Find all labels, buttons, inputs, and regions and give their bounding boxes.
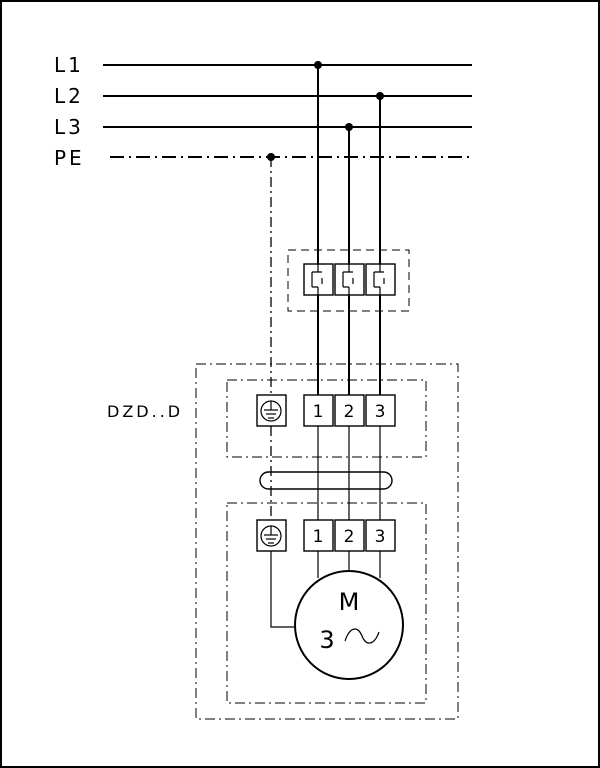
upper-terminal-2-label: 2 (344, 402, 355, 422)
upper-earth-icon (260, 400, 282, 422)
upper-terminal-3-label: 3 (375, 402, 386, 422)
bus-label-l1: L1 (54, 53, 84, 77)
device-label: DZD..D (107, 402, 183, 421)
motor-phase-count: 3 (319, 626, 334, 654)
bus-label-pe: PE (54, 146, 85, 170)
fuse-contact-3 (373, 264, 385, 295)
upper-terminal-1-label: 1 (313, 402, 324, 422)
bus-label-l2: L2 (54, 84, 84, 108)
lower-terminal-block: 1 2 3 (256, 519, 396, 552)
lower-terminal-3 (365, 519, 396, 552)
lower-earth-icon (260, 525, 282, 547)
motor-letter: M (339, 588, 360, 616)
lower-terminal-1 (303, 519, 334, 552)
fuse-contact-1 (311, 264, 323, 295)
fuse-block (303, 263, 396, 296)
fuse-contact-2 (342, 264, 354, 295)
motor-symbol (294, 570, 404, 680)
upper-terminal-compartment (226, 379, 427, 458)
motor-earth-wire (270, 551, 294, 628)
lower-terminal-3-label: 3 (375, 527, 386, 547)
device-enclosure (195, 363, 459, 720)
lower-terminal-2 (334, 519, 365, 552)
bus-label-l3: L3 (54, 115, 84, 139)
ac-wave-icon (344, 628, 380, 644)
cable-bundle-loop (259, 471, 393, 490)
lower-terminal-1-label: 1 (313, 527, 324, 547)
upper-terminal-block: 1 2 3 (256, 394, 396, 427)
lower-terminal-2-label: 2 (344, 527, 355, 547)
